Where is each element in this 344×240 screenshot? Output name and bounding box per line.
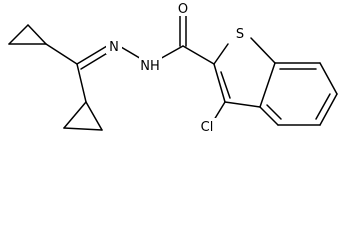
- oxygen-label: O: [178, 2, 188, 17]
- bond: [45, 43, 78, 65]
- bond: [182, 45, 215, 65]
- bond: [220, 71, 231, 99]
- thiophene-ring: [213, 37, 276, 108]
- bond: [259, 62, 276, 108]
- bond: [266, 104, 282, 120]
- atom-amide-nitrogen: NH: [139, 57, 162, 74]
- atom-oxygen: O: [174, 0, 191, 17]
- bond: [8, 24, 29, 45]
- carbonyl-double-bond: [179, 14, 187, 47]
- chlorine-label: Cl: [201, 120, 214, 135]
- chemical-structure: O N NH S Cl: [8, 0, 338, 135]
- bond: [319, 62, 338, 95]
- bond: [157, 45, 184, 61]
- bond: [213, 63, 226, 103]
- atom-chlorine: Cl: [196, 118, 218, 135]
- bond: [213, 101, 226, 121]
- bond: [319, 93, 338, 126]
- bond: [63, 101, 87, 129]
- bond: [85, 101, 103, 131]
- atom-nitrogen: N: [106, 38, 122, 55]
- bond: [80, 51, 110, 70]
- bond: [259, 106, 279, 126]
- bond: [76, 63, 87, 103]
- amide-nitrogen-label: NH: [140, 59, 160, 74]
- bond: [213, 43, 229, 65]
- bond: [250, 37, 276, 64]
- cyclopropyl-ring-upper: [8, 24, 47, 45]
- bond: [27, 24, 47, 45]
- sulfur-label: S: [236, 27, 244, 42]
- imine-double-bond: [76, 45, 110, 70]
- atom-sulfur: S: [230, 24, 250, 43]
- bond: [76, 45, 108, 65]
- nitrogen-label: N: [109, 40, 119, 55]
- benzene-ring: [259, 62, 338, 126]
- cyclopropyl-ring-lower: [63, 101, 103, 131]
- bond: [315, 93, 331, 120]
- bond: [224, 101, 261, 108]
- bond: [63, 127, 103, 131]
